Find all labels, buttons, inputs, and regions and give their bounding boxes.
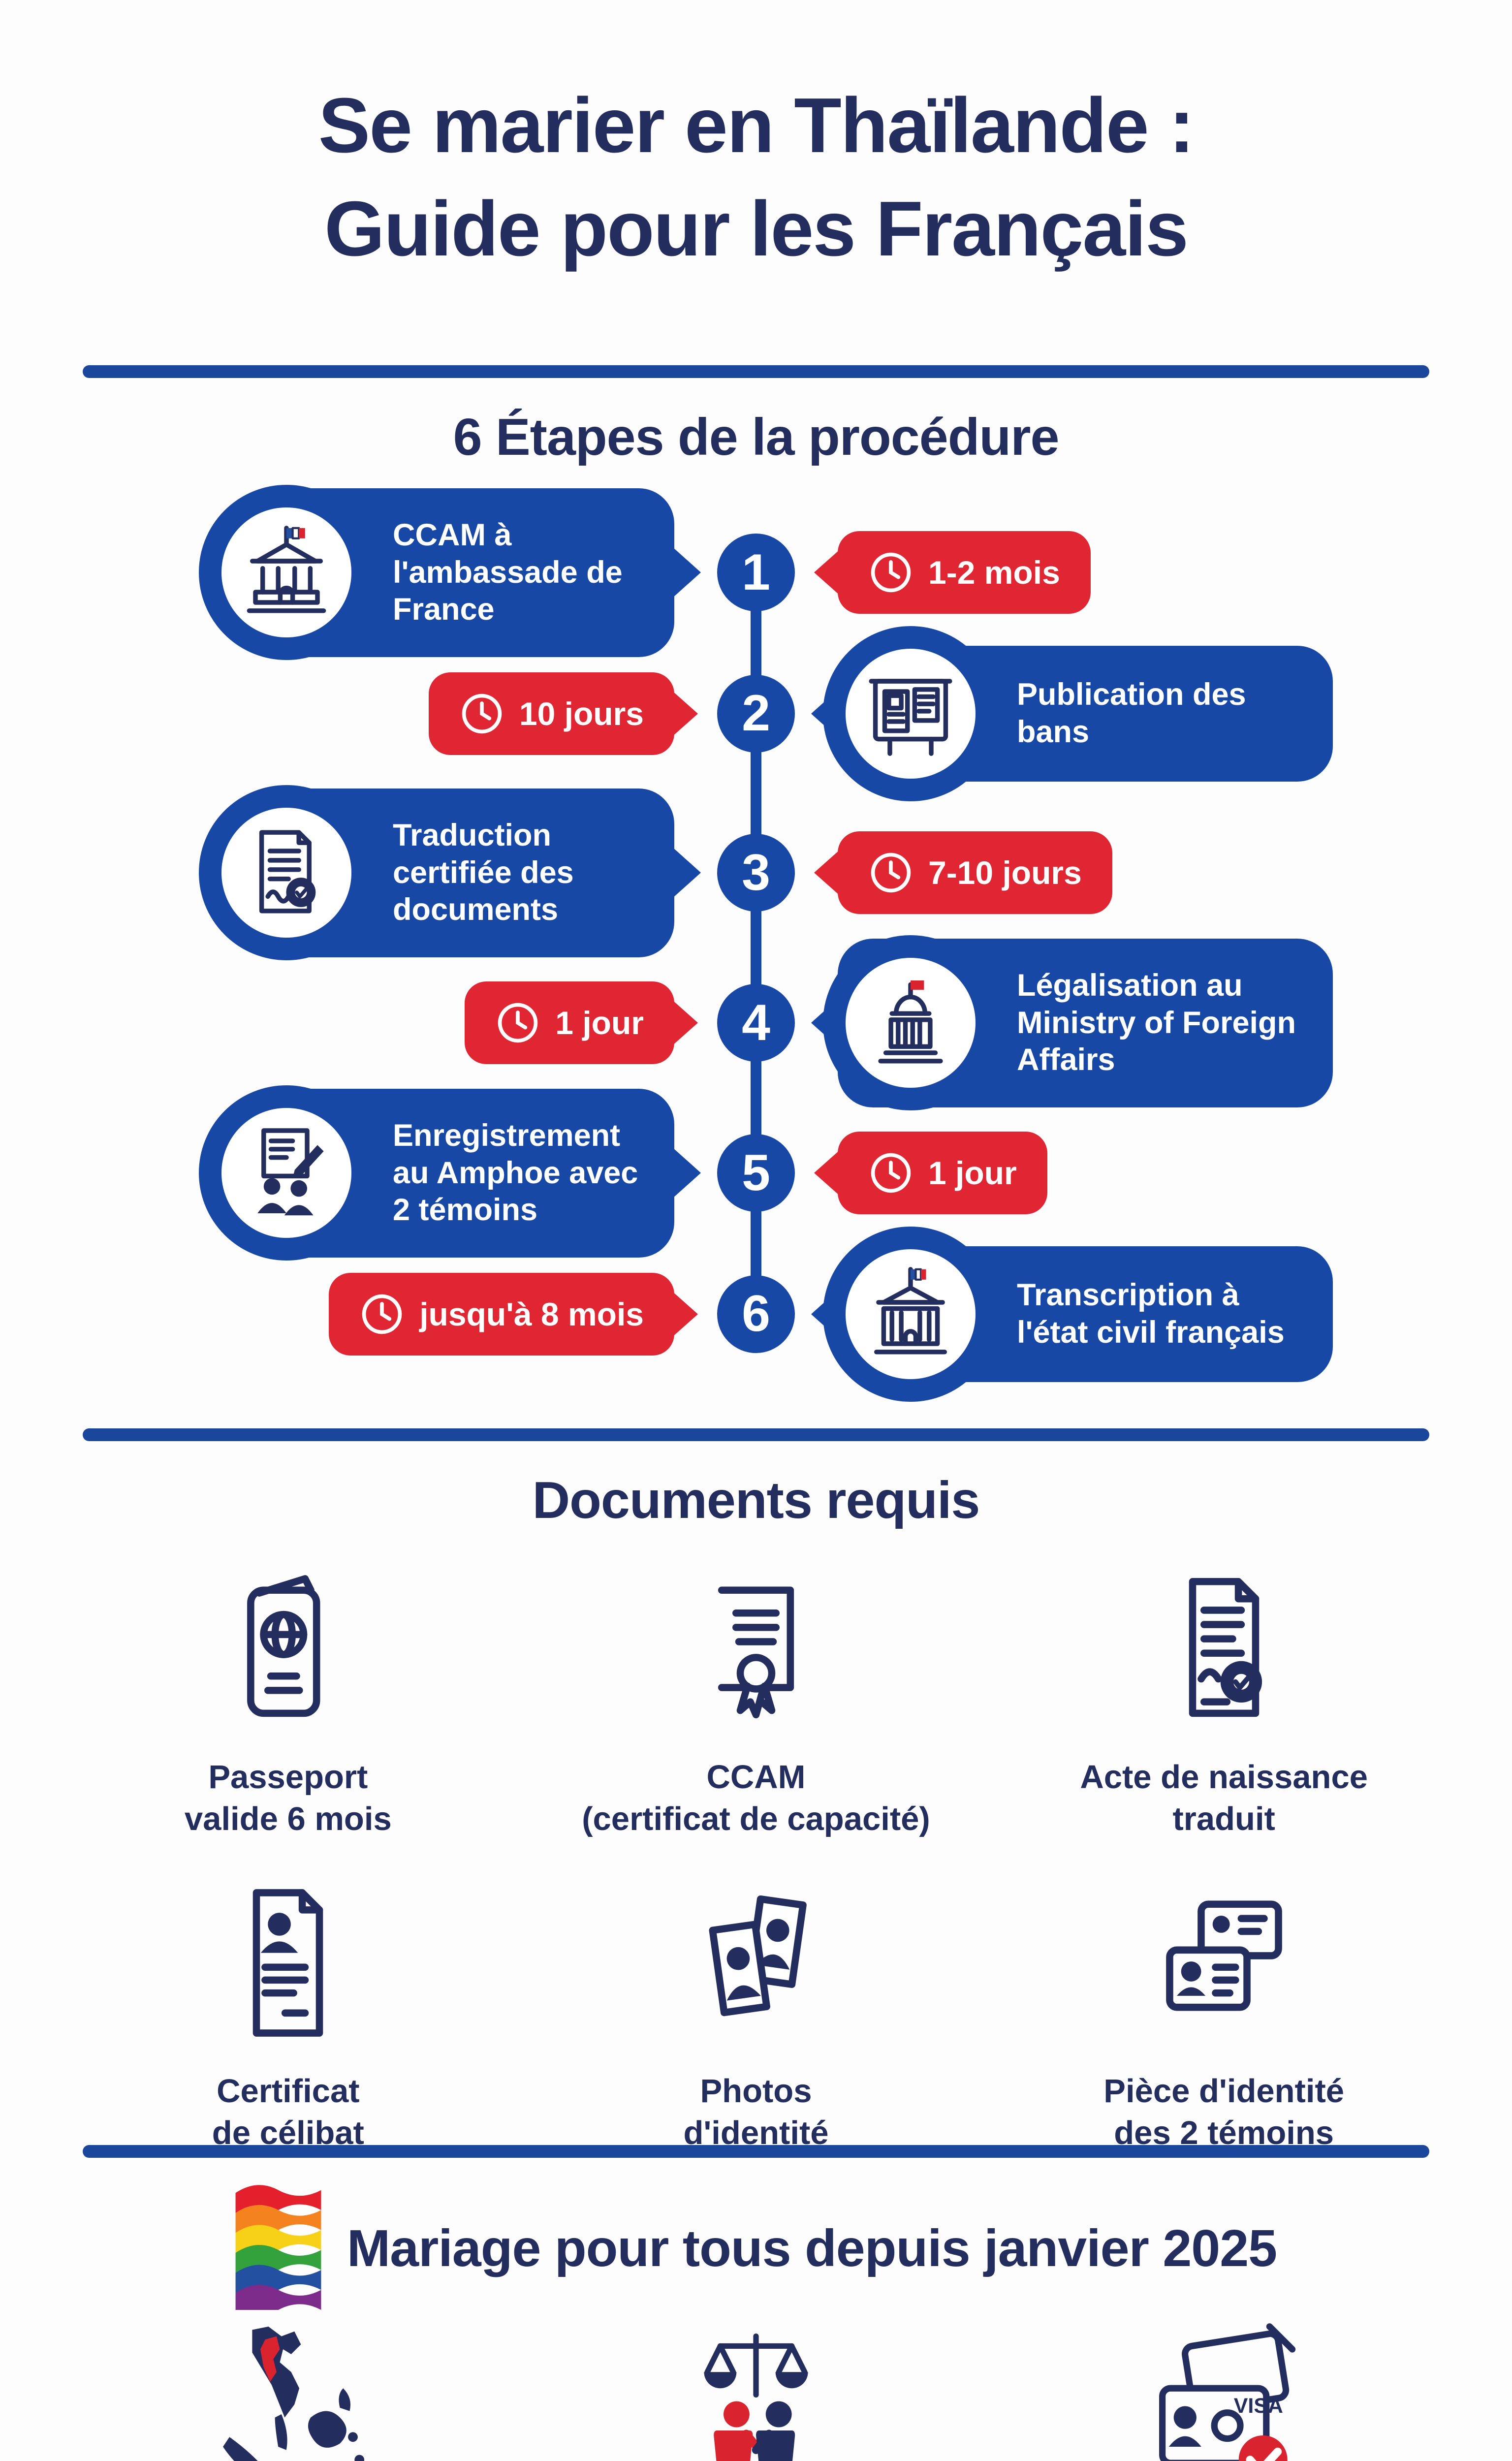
step-duration-badge-5: 1 jour <box>838 1132 1047 1215</box>
southeast-asia-map-icon <box>207 2313 369 2461</box>
step-bubble-4: Légalisation au Ministry of Foreign Affa… <box>823 935 1333 1111</box>
clock-icon <box>868 1150 914 1196</box>
notice-board-icon <box>859 661 962 766</box>
step-duration-badge-3: 7-10 jours <box>838 831 1112 915</box>
civil-registry-icon <box>859 1261 962 1367</box>
page-title-line2: Guide pour les Français <box>324 186 1189 273</box>
documents-grid: Passeport valide 6 mois CCAM (certificat… <box>54 1560 1458 2154</box>
document-item-passport: Passeport valide 6 mois <box>54 1560 522 1840</box>
steps-section-heading: 6 Étapes de la procédure <box>453 408 1060 466</box>
passport-icon <box>214 1560 362 1728</box>
document-item-celibacy: Certificat de célibat <box>54 1874 522 2154</box>
step-row-6: jusqu'à 8 mois 6 <box>0 1226 1512 1402</box>
equality-heading-row: Mariage pour tous depuis janvier 2025 <box>0 2184 1512 2317</box>
page-title-line1: Se marier en Thaïlande : <box>318 82 1195 169</box>
step-duration-badge-4: 1 jour <box>465 981 674 1065</box>
embassy-icon <box>235 520 338 626</box>
step-label-4: Légalisation au Ministry of Foreign Affa… <box>1017 968 1296 1077</box>
step-number-6: 6 <box>717 1275 795 1353</box>
celibacy-certificate-icon <box>214 1874 362 2042</box>
certified-translation-icon <box>235 820 338 926</box>
document-label: Certificat de célibat <box>212 2073 364 2152</box>
clock-icon <box>868 550 914 595</box>
equality-item-visa: VISA Visa Non-Immigrant O identique <box>990 2313 1458 2461</box>
equality-item-equal-rights: Mêmes droits, même procédure <box>522 2313 990 2461</box>
id-photos-icon <box>682 1874 830 2042</box>
registration-icon <box>235 1120 338 1226</box>
witness-id-icon <box>1150 1874 1298 2042</box>
step-row-1: CCAM à l'ambassade de France 1 1-2 mois <box>0 485 1512 661</box>
document-label: Pièce d'identité des 2 témoins <box>1103 2073 1345 2152</box>
equality-grid: 1er pays d'Asie du Sud-Est <box>54 2313 1458 2461</box>
step-number-1: 1 <box>717 534 795 612</box>
step-bubble-3: Traduction certifiée des documents <box>199 785 674 961</box>
visa-check-icon: VISA <box>1143 2313 1305 2461</box>
document-label: Acte de naissance traduit <box>1080 1759 1368 1838</box>
document-label: CCAM (certificat de capacité) <box>582 1759 930 1838</box>
equality-item-first-country: 1er pays d'Asie du Sud-Est <box>54 2313 522 2461</box>
step-duration-3: 7-10 jours <box>928 854 1082 891</box>
step-duration-4: 1 jour <box>555 1005 644 1041</box>
step-duration-1: 1-2 mois <box>928 554 1060 591</box>
document-item-birth-certificate: Acte de naissance traduit <box>990 1560 1458 1840</box>
step-label-2: Publication des bans <box>1017 677 1246 749</box>
steps-timeline: CCAM à l'ambassade de France 1 1-2 mois <box>0 485 1512 1402</box>
step-row-4: 1 jour 4 <box>0 935 1512 1111</box>
visa-card-text: VISA <box>1233 2394 1283 2418</box>
document-item-witness-id: Pièce d'identité des 2 témoins <box>990 1874 1458 2154</box>
document-label: Photos d'identité <box>683 2073 829 2152</box>
document-label: Passeport valide 6 mois <box>184 1759 392 1838</box>
step-bubble-2: Publication des bans <box>823 626 1333 801</box>
step-duration-badge-1: 1-2 mois <box>838 531 1091 614</box>
step-label-1: CCAM à l'ambassade de France <box>393 518 623 627</box>
document-item-ccam: CCAM (certificat de capacité) <box>522 1560 990 1840</box>
step-row-3: Traduction certifiée des documents 3 7-1… <box>0 785 1512 961</box>
equality-section-heading: Mariage pour tous depuis janvier 2025 <box>346 2219 1277 2277</box>
page-title: Se marier en Thaïlande : Guide pour les … <box>0 74 1512 281</box>
birth-certificate-icon <box>1150 1560 1298 1728</box>
document-item-photos: Photos d'identité <box>522 1874 990 2154</box>
equal-rights-icon <box>675 2313 837 2461</box>
step-number-5: 5 <box>717 1134 795 1212</box>
step-label-3: Traduction certifiée des documents <box>393 818 574 927</box>
divider-documents <box>83 1428 1429 1441</box>
step-duration-2: 10 jours <box>519 695 644 732</box>
step-label-6: Transcription à l'état civil français <box>1017 1277 1285 1350</box>
certificate-icon <box>682 1560 830 1728</box>
step-number-4: 4 <box>717 984 795 1062</box>
step-number-2: 2 <box>717 674 795 753</box>
step-bubble-6: Transcription à l'état civil français <box>823 1226 1333 1402</box>
step-duration-5: 1 jour <box>928 1155 1017 1192</box>
step-bubble-5: Enregistrement au Amphoe avec 2 témoins <box>199 1085 674 1261</box>
step-label-5: Enregistrement au Amphoe avec 2 témoins <box>393 1118 638 1228</box>
step-bubble-1: CCAM à l'ambassade de France <box>199 485 674 661</box>
step-duration-badge-6: jusqu'à 8 mois <box>329 1272 674 1356</box>
step-duration-badge-2: 10 jours <box>428 672 674 755</box>
clock-icon <box>459 691 504 736</box>
step-row-2: 10 jours 2 <box>0 626 1512 801</box>
clock-icon <box>495 1000 540 1045</box>
clock-icon <box>359 1292 405 1337</box>
step-duration-6: jusqu'à 8 mois <box>419 1295 644 1332</box>
step-row-5: Enregistrement au Amphoe avec 2 témoins … <box>0 1085 1512 1261</box>
divider-top <box>83 365 1429 378</box>
documents-section-heading: Documents requis <box>532 1471 980 1529</box>
rainbow-flag-icon <box>235 2184 321 2317</box>
divider-equality <box>83 2145 1429 2158</box>
clock-icon <box>868 850 914 895</box>
step-number-3: 3 <box>717 834 795 912</box>
ministry-icon <box>859 970 962 1076</box>
